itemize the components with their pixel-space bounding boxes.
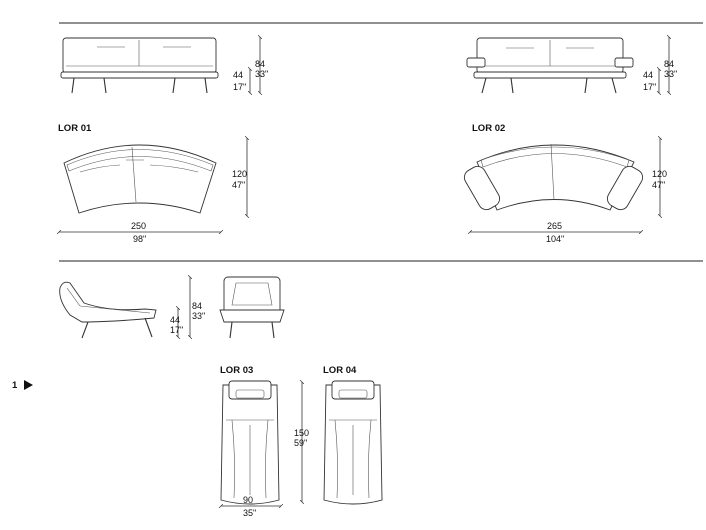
page-number: 1	[12, 380, 18, 391]
lor01-seat-cm: 44	[233, 70, 243, 80]
lor02-width-dimension: 265 104"	[470, 221, 641, 244]
lor01-seat-in: 17"	[233, 82, 246, 92]
lor01-depth-cm: 120	[232, 169, 247, 179]
lor02-height-dimension: 84 33" 44 17"	[643, 37, 677, 93]
lor02-depth-cm: 120	[652, 169, 667, 179]
lor02-depth-in: 47"	[652, 180, 665, 190]
lor01-width-cm: 250	[131, 221, 146, 231]
triangle-right-icon	[24, 380, 33, 390]
lor04-plan-view	[323, 380, 383, 505]
lor02-plan-view	[463, 143, 644, 211]
lor03-title: LOR 03	[220, 365, 253, 376]
lor02-title: LOR 02	[472, 123, 505, 134]
lor02-depth-dimension: 120 47"	[652, 138, 667, 216]
lor01-plan-view	[63, 144, 217, 214]
lor03-width-dimension: 90 35"	[221, 495, 281, 518]
lor01-width-in: 98"	[133, 234, 146, 244]
chaise-seat-cm: 44	[170, 315, 180, 325]
lor03-depth-dimension: 150 59"	[294, 382, 309, 502]
lor01-height-cm: 84	[255, 59, 265, 69]
lor01-depth-dimension: 120 47"	[232, 138, 247, 216]
page-marker: 1	[12, 380, 33, 391]
lor01-width-dimension: 250 98"	[59, 221, 221, 244]
lor02-front-view	[466, 37, 634, 94]
lor01-front-view	[60, 37, 219, 94]
lor02-width-cm: 265	[547, 221, 562, 231]
lor02-height-cm: 84	[664, 59, 674, 69]
lor02-width-in: 104"	[546, 234, 564, 244]
lor03-depth-cm: 150	[294, 428, 309, 438]
lor03-width-cm: 90	[243, 495, 253, 505]
chaise-height-cm: 84	[192, 301, 202, 311]
chaise-seat-in: 17"	[170, 325, 183, 335]
lor02-seat-cm: 44	[643, 70, 653, 80]
chaise-height-in: 33"	[192, 311, 205, 321]
lor02-height-in: 33"	[664, 69, 677, 79]
lor03-depth-in: 59"	[294, 438, 307, 448]
lor01-height-in: 33"	[255, 69, 268, 79]
lor04-title: LOR 04	[323, 365, 357, 376]
chaise-side-view	[59, 281, 157, 339]
lor01-title: LOR 01	[58, 123, 92, 134]
chaise-front-view	[219, 276, 285, 339]
chaise-height-dimension: 84 33" 44 17"	[170, 277, 205, 337]
lor03-width-in: 35"	[243, 508, 256, 518]
lor01-depth-in: 47"	[232, 180, 245, 190]
lor02-seat-in: 17"	[643, 82, 656, 92]
lor03-plan-view	[220, 380, 280, 505]
lor01-height-dimension: 84 33" 44 17"	[233, 37, 268, 93]
